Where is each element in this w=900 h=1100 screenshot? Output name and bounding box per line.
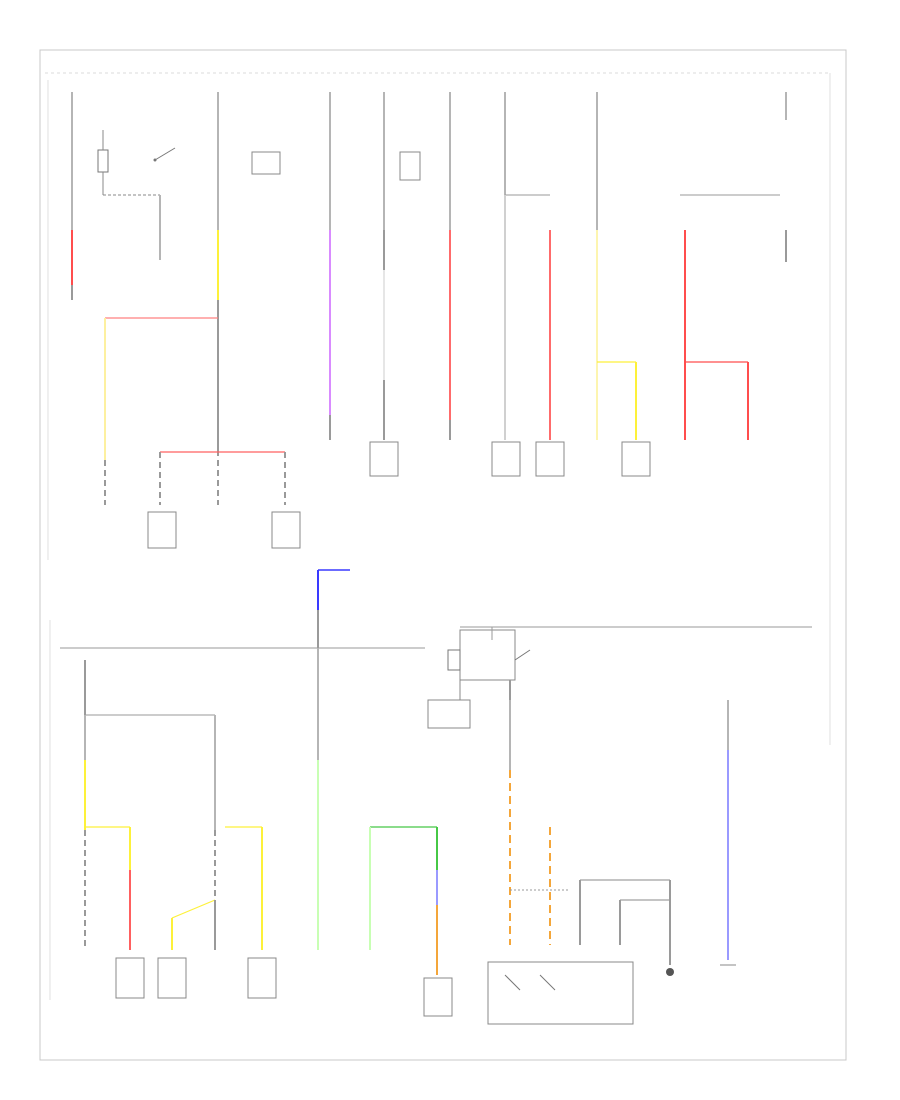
component-box-ba2 (157, 957, 187, 999)
component-box-ba3 (247, 957, 277, 999)
component-box-ba1 (115, 957, 145, 999)
relay-box-col2 (251, 151, 281, 175)
diagram-frame (39, 49, 847, 1061)
battery-switch-symbol (97, 130, 176, 260)
circuit-bottom-d (720, 700, 736, 966)
circuit-col-7 (596, 92, 637, 440)
circuit-bottom-b (317, 648, 438, 975)
relay-assembly (427, 627, 531, 729)
circuit-bottom-a (84, 660, 263, 950)
switch-box-c4 (399, 151, 421, 181)
component-box-c4 (369, 441, 399, 477)
circuit-col-8 (680, 92, 787, 440)
circuit-bottom-c (487, 700, 674, 1025)
component-box-bb (423, 977, 453, 1017)
blue-feed (317, 569, 350, 648)
component-box-c6b (535, 441, 565, 477)
component-box-c2b (271, 511, 301, 549)
component-box-c7 (621, 441, 651, 477)
circuit-col-2 (104, 92, 286, 505)
circuit-col-6 (504, 92, 551, 440)
component-box-c6a (491, 441, 521, 477)
component-box-c2a (147, 511, 177, 549)
